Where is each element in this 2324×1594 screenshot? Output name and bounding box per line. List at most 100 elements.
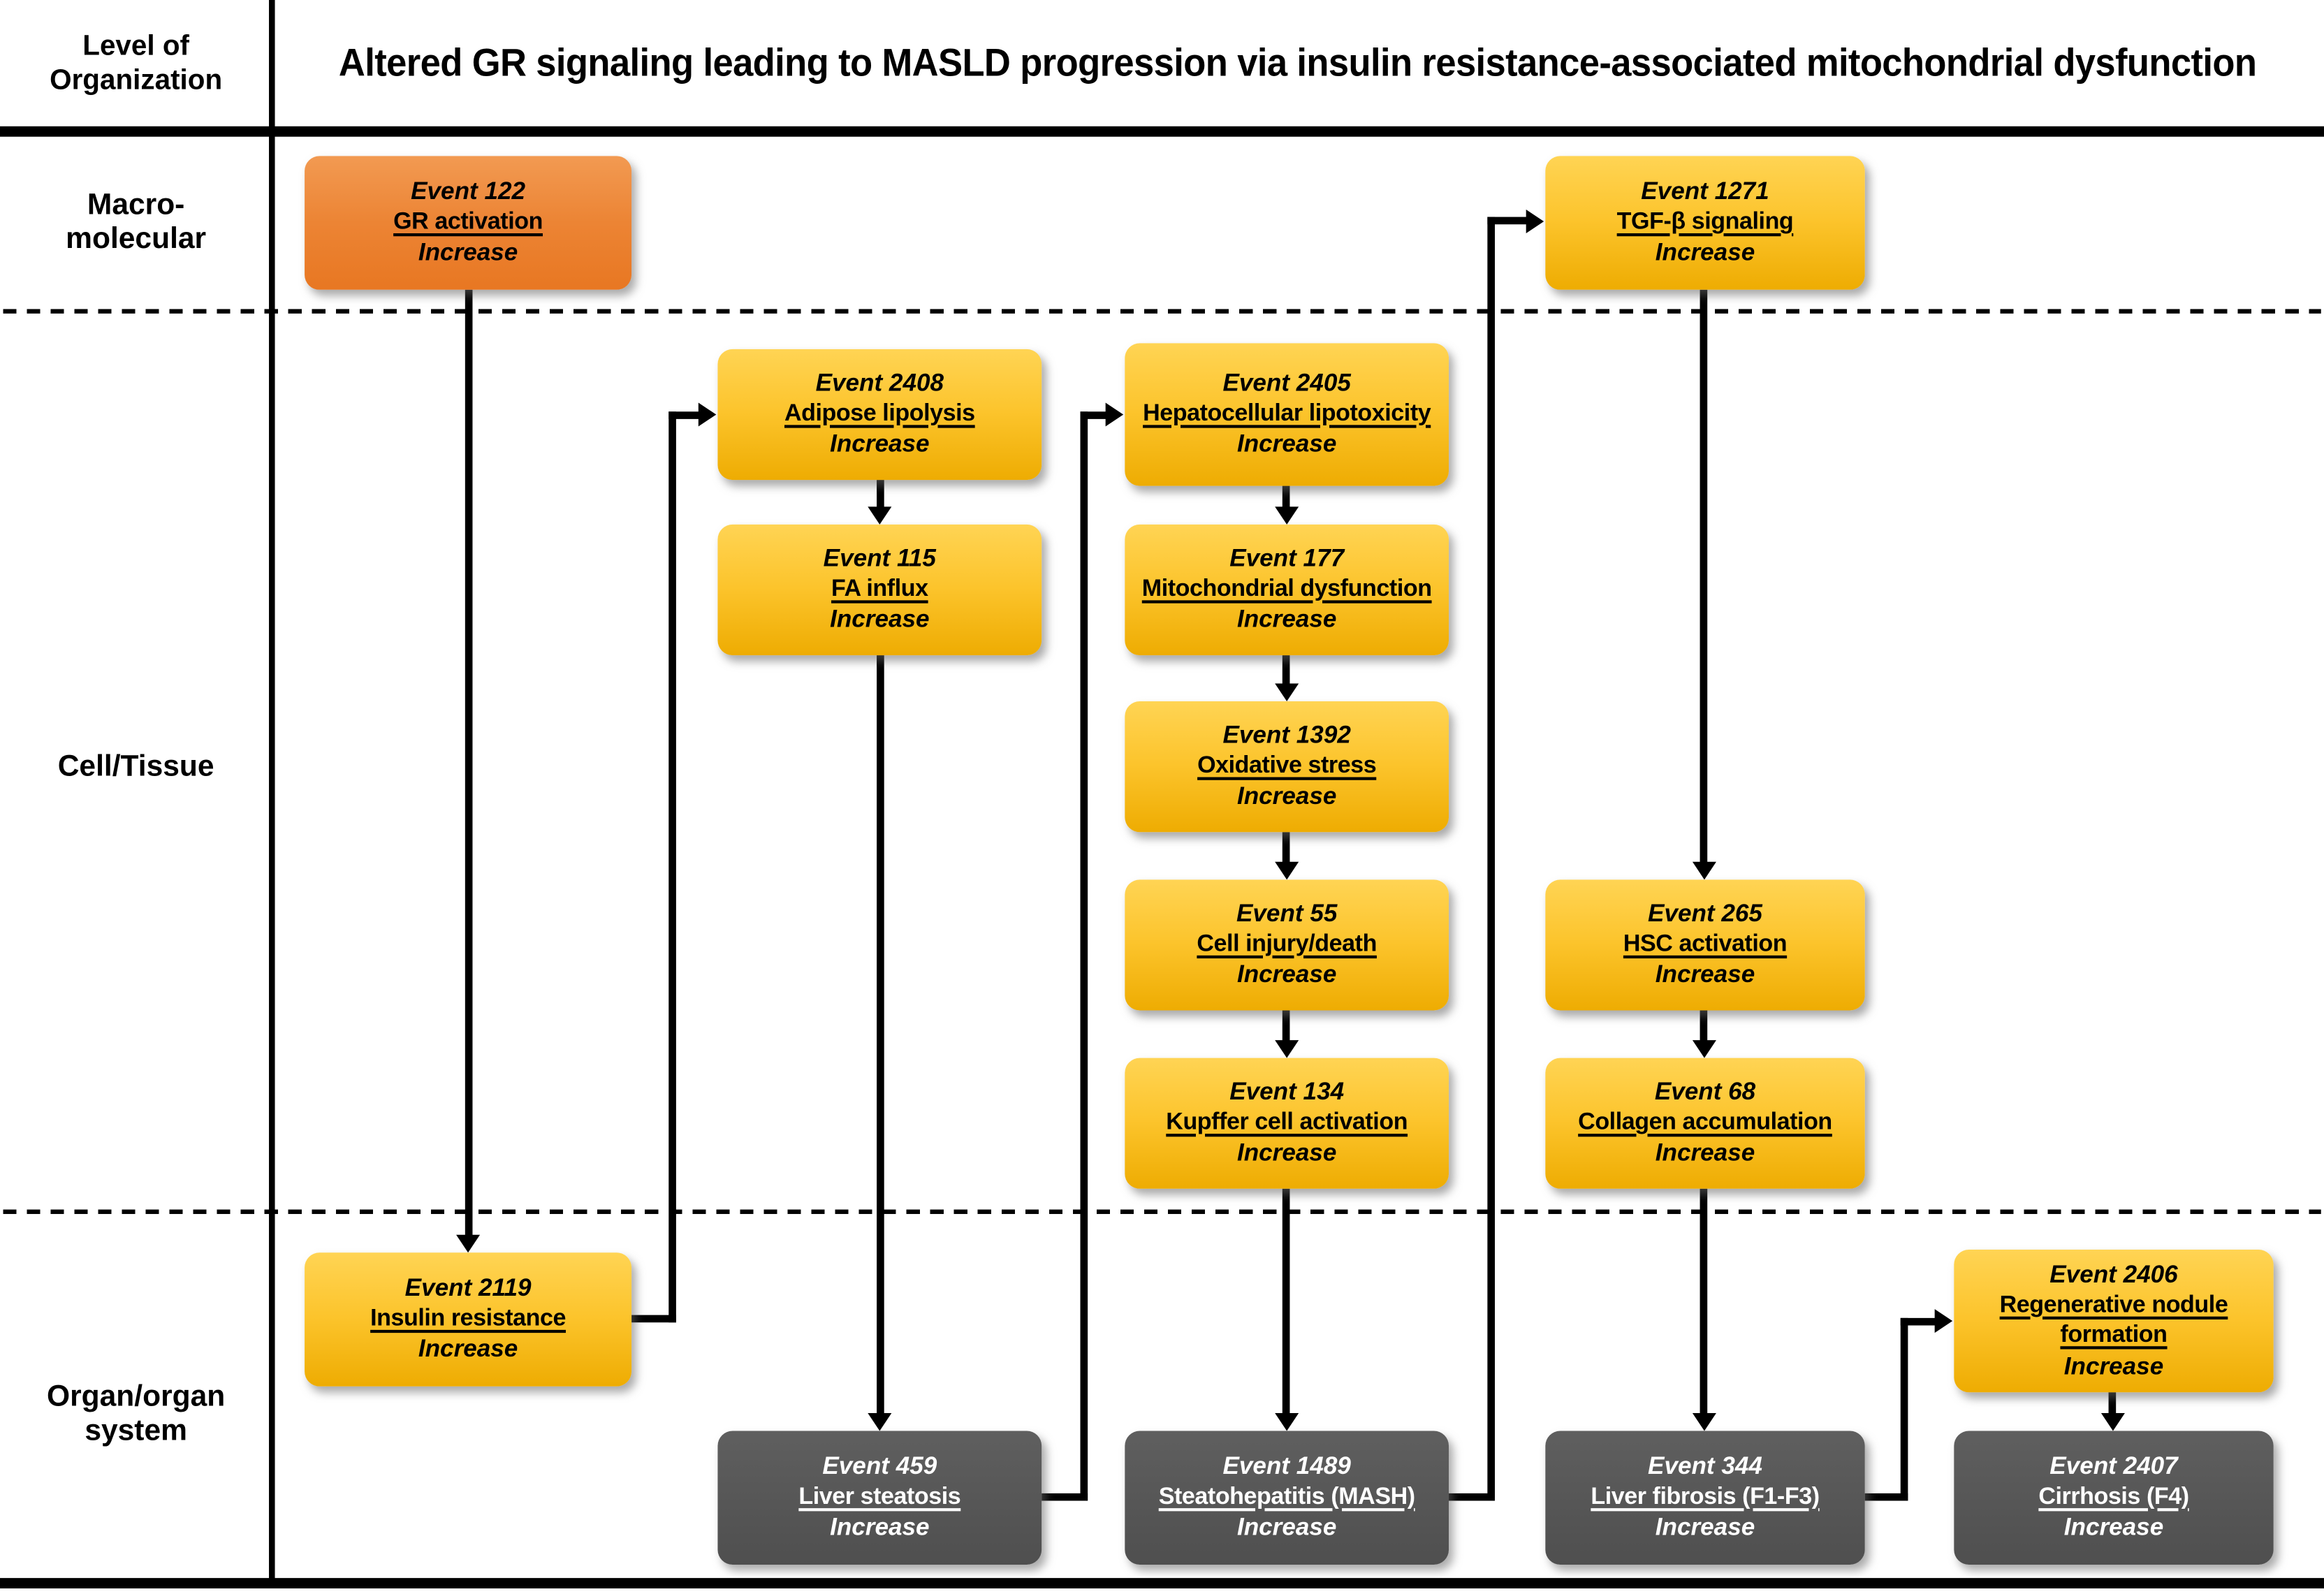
event-change: Increase xyxy=(1236,961,1337,989)
arrow-134-to-1489-head xyxy=(1275,1413,1299,1431)
event-id: Event 55 xyxy=(1236,900,1338,928)
arrow-2119-to-2408-line xyxy=(668,411,702,419)
event-name: Liver steatosis xyxy=(798,1484,961,1509)
arrow-122-to-2119-head xyxy=(456,1234,481,1253)
arrow-344-to-2406-line xyxy=(1900,1317,1908,1501)
event-id: Event 2119 xyxy=(404,1275,532,1302)
node-event-2408: Event 2408 Adipose lipolysis Increase xyxy=(717,349,1042,481)
node-event-1392: Event 1392 Oxidative stress Increase xyxy=(1125,701,1449,833)
arrow-1489-to-1271-line xyxy=(1487,217,1496,1501)
event-change: Increase xyxy=(2063,1352,2164,1380)
event-id: Event 1271 xyxy=(1641,178,1769,206)
arrow-2405-to-177-line xyxy=(1282,485,1290,510)
level-of-organization-label: Level of Organization xyxy=(50,30,223,96)
event-id: Event 2408 xyxy=(815,370,944,397)
event-name: Oxidative stress xyxy=(1197,752,1377,779)
node-event-134: Event 134 Kupffer cell activation Increa… xyxy=(1125,1058,1449,1189)
event-change: Increase xyxy=(1236,431,1337,458)
event-id: Event 2406 xyxy=(2049,1262,2178,1289)
arrow-2408-to-115-line xyxy=(877,480,884,510)
event-change: Increase xyxy=(1236,783,1337,810)
event-name: Adipose lipolysis xyxy=(784,400,975,426)
event-name: Cirrhosis (F4) xyxy=(2038,1484,2189,1509)
event-id: Event 1392 xyxy=(1222,722,1351,750)
arrow-1392-to-55-line xyxy=(1282,832,1290,865)
event-name: Cell injury/death xyxy=(1197,931,1377,957)
node-event-177: Event 177 Mitochondrial dysfunction Incr… xyxy=(1125,524,1449,656)
arrow-122-to-2119-line xyxy=(465,289,473,1238)
event-id: Event 177 xyxy=(1229,546,1345,573)
arrow-2119-to-2408-line xyxy=(668,411,676,1323)
bottom-border-line xyxy=(0,1578,2324,1589)
event-name: Regenerative nodule formation xyxy=(1999,1292,2228,1348)
arrow-1271-to-265-line xyxy=(1700,289,1708,865)
node-event-122: Event 122 GR activation Increase xyxy=(305,156,632,290)
event-name: Steatohepatitis (MASH) xyxy=(1158,1484,1415,1509)
event-change: Increase xyxy=(1655,1140,1755,1167)
node-event-55: Event 55 Cell injury/death Increase xyxy=(1125,879,1449,1011)
arrow-68-to-344-line xyxy=(1700,1188,1708,1417)
event-id: Event 1489 xyxy=(1222,1453,1351,1481)
arrow-1489-to-1271-line xyxy=(1487,217,1529,225)
event-name: Insulin resistance xyxy=(370,1306,567,1331)
node-event-265: Event 265 HSC activation Increase xyxy=(1545,879,1865,1011)
event-id: Event 134 xyxy=(1229,1078,1345,1106)
event-change: Increase xyxy=(1236,1140,1337,1167)
event-id: Event 122 xyxy=(411,178,526,206)
arrow-55-to-134-head xyxy=(1275,1040,1299,1058)
event-change: Increase xyxy=(1655,240,1755,267)
arrow-459-to-2405-head xyxy=(1105,402,1124,427)
event-change: Increase xyxy=(830,1514,930,1542)
arrow-344-to-2406-head xyxy=(1934,1309,1953,1333)
arrow-1489-to-1271-line xyxy=(1449,1493,1496,1501)
event-change: Increase xyxy=(1655,961,1755,989)
arrow-459-to-2405-line xyxy=(1080,411,1088,1501)
arrow-115-to-459-line xyxy=(877,655,884,1417)
arrow-177-to-1392-line xyxy=(1282,655,1290,687)
node-event-1271: Event 1271 TGF-β signaling Increase xyxy=(1545,156,1865,290)
node-event-1489: Event 1489 Steatohepatitis (MASH) Increa… xyxy=(1125,1431,1449,1565)
arrow-55-to-134-line xyxy=(1282,1010,1290,1044)
event-name: Liver fibrosis (F1-F3) xyxy=(1591,1484,1820,1509)
node-event-2407: Event 2407 Cirrhosis (F4) Increase xyxy=(1954,1431,2274,1565)
event-name: TGF-β signaling xyxy=(1616,209,1794,235)
event-change: Increase xyxy=(2063,1514,2164,1542)
level-column-divider-line xyxy=(269,0,275,1584)
level-label-organ-system: Organ/organ system xyxy=(46,1380,226,1447)
header-divider-line xyxy=(0,126,2324,137)
arrow-2119-to-2408-line xyxy=(631,1315,676,1323)
arrow-265-to-68-line xyxy=(1700,1010,1708,1044)
event-id: Event 344 xyxy=(1648,1453,1762,1481)
event-name: FA influx xyxy=(831,576,928,602)
node-event-2406: Event 2406 Regenerative nodule formation… xyxy=(1954,1250,2274,1393)
event-change: Increase xyxy=(418,240,518,267)
arrow-459-to-2405-line xyxy=(1080,411,1109,419)
arrow-68-to-344-head xyxy=(1692,1413,1716,1431)
event-name: Collagen accumulation xyxy=(1578,1109,1832,1135)
arrow-1271-to-265-head xyxy=(1692,861,1716,880)
arrow-344-to-2406-line xyxy=(1864,1493,1908,1501)
arrow-344-to-2406-line xyxy=(1900,1317,1938,1326)
node-event-2405: Event 2405 Hepatocellular lipotoxicity I… xyxy=(1125,343,1449,486)
node-event-344: Event 344 Liver fibrosis (F1-F3) Increas… xyxy=(1545,1431,1865,1565)
diagram-title-text: Altered GR signaling leading to MASLD pr… xyxy=(339,40,2257,85)
arrow-2408-to-115-head xyxy=(868,506,892,525)
arrow-134-to-1489-line xyxy=(1282,1188,1290,1417)
event-name: Hepatocellular lipotoxicity xyxy=(1143,400,1431,426)
event-change: Increase xyxy=(830,606,930,634)
event-change: Increase xyxy=(418,1336,518,1363)
arrow-459-to-2405-line xyxy=(1042,1493,1088,1501)
node-event-459: Event 459 Liver steatosis Increase xyxy=(717,1431,1042,1565)
event-name: Kupffer cell activation xyxy=(1166,1109,1408,1135)
event-change: Increase xyxy=(1236,606,1337,634)
arrow-2406-to-2407-head xyxy=(2100,1413,2125,1431)
event-name: GR activation xyxy=(393,209,543,235)
node-event-68: Event 68 Collagen accumulation Increase xyxy=(1545,1058,1865,1189)
macro-cell-dashed-divider xyxy=(3,309,2321,314)
event-change: Increase xyxy=(830,431,930,458)
arrow-1489-to-1271-head xyxy=(1526,209,1544,233)
event-id: Event 2405 xyxy=(1222,370,1351,397)
level-label-macromolecular: Macro- molecular xyxy=(66,189,207,256)
